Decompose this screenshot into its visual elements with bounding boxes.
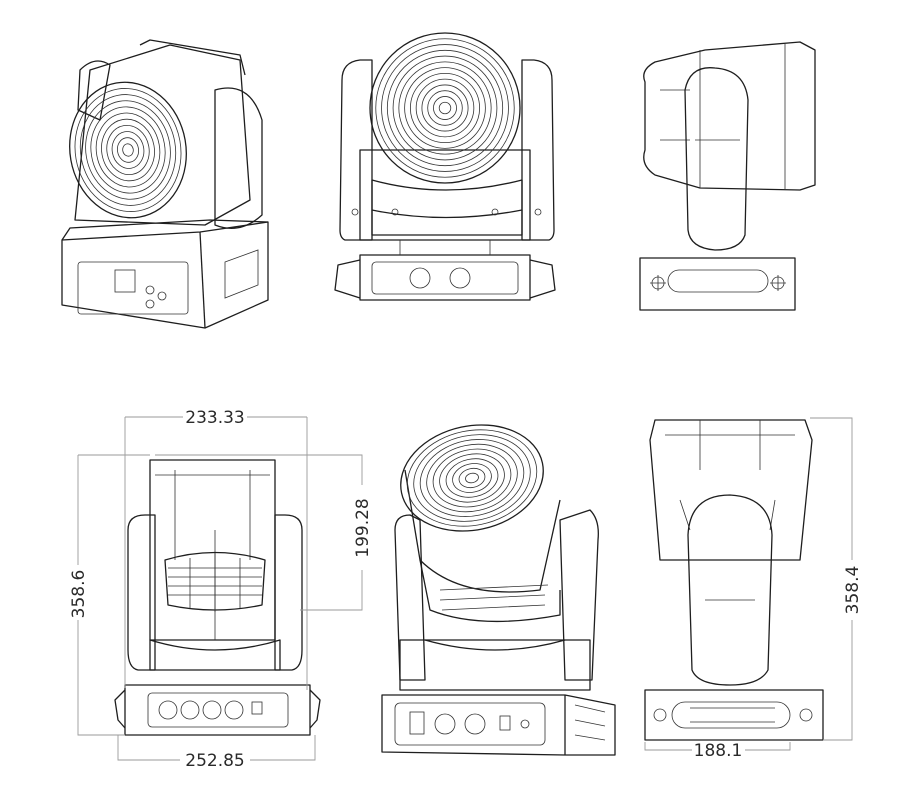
lens-ring	[458, 467, 486, 489]
lens-ring	[404, 67, 486, 149]
lens-ring	[400, 424, 544, 532]
lens-ring	[116, 137, 140, 163]
dimension-head-height: 199.28	[353, 498, 373, 557]
lens-ring	[452, 463, 492, 493]
view-front	[334, 32, 556, 301]
lens-ring	[101, 118, 155, 182]
lens-ring	[375, 38, 515, 178]
lens-ring	[381, 44, 509, 172]
lens-ring	[426, 443, 518, 513]
lens-ring	[421, 84, 469, 132]
view-isometric-tilted	[381, 424, 616, 756]
lens-ring	[122, 143, 134, 157]
lens-rings	[369, 32, 521, 184]
lens-ring	[433, 96, 457, 120]
dimension-total-height-side: 358.4	[843, 566, 863, 615]
view-front-dimensioned: 233.33 199.28 358.6 252.85	[69, 408, 373, 771]
dimension-front-width-top: 233.33	[185, 408, 244, 428]
lens-ring	[69, 81, 187, 219]
lens-ring	[90, 106, 166, 194]
view-back-side-dimensioned: 358.4 188.1	[644, 417, 863, 761]
lens-ring	[406, 429, 538, 527]
lens-ring	[386, 49, 504, 167]
lens-ring	[432, 448, 512, 508]
lens-ring	[74, 88, 182, 212]
lens-rings	[69, 81, 187, 219]
lens-ring	[409, 72, 481, 144]
lens-ring	[427, 90, 463, 126]
dimension-base-depth: 188.1	[694, 741, 743, 761]
dimension-base-width: 252.85	[185, 751, 244, 771]
lens-ring	[369, 32, 521, 184]
lens-ring	[438, 101, 452, 115]
lens-ring	[95, 112, 161, 188]
lens-ring	[398, 61, 492, 155]
lens-ring	[419, 439, 525, 517]
lens-ring	[415, 78, 475, 138]
view-side	[639, 41, 816, 311]
lens-ring	[413, 434, 531, 522]
lens-ring	[85, 100, 171, 200]
lens-ring	[111, 131, 145, 169]
lens-ring	[439, 453, 505, 503]
lens-ring	[79, 94, 177, 206]
lens-rings	[400, 424, 544, 532]
lens-ring	[445, 458, 499, 498]
view-isometric-front	[61, 39, 269, 329]
lens-ring	[392, 55, 498, 161]
lens-ring	[106, 124, 150, 176]
dimension-total-height-front: 358.6	[69, 570, 89, 619]
lens-ring	[465, 472, 479, 484]
